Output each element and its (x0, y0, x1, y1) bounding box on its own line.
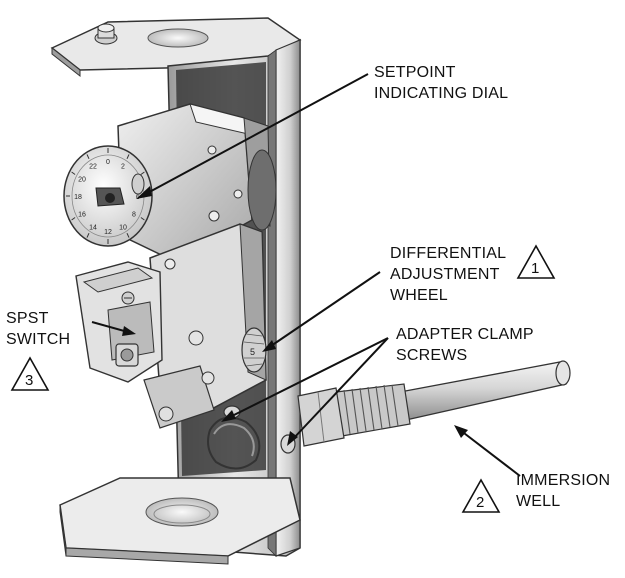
dial-tick-label: 22 (89, 164, 97, 171)
label-immersion-line1: IMMERSION (516, 472, 611, 489)
leader-adapter-1 (227, 337, 389, 419)
dial-tick-mark (126, 232, 130, 238)
dial-tick-label: 14 (89, 224, 97, 231)
svg-text:1: 1 (531, 260, 539, 277)
arrowhead-spst (122, 326, 136, 336)
dial-tick-label: 16 (78, 212, 86, 219)
leader-immersion (459, 429, 521, 477)
differential-adjustment-wheel: 5 (241, 327, 267, 373)
label-spst-line2: SWITCH (6, 331, 71, 348)
arrowhead-adapter-2 (287, 431, 298, 446)
label-setpoint-indicating-dial: SETPOINT INDICATING DIAL (374, 62, 508, 104)
note-triangle-1: 1 (516, 244, 556, 279)
label-adapter-line1: ADAPTER CLAMP (396, 326, 534, 343)
label-setpoint-line2: INDICATING DIAL (374, 85, 509, 102)
dial-tick-label: 18 (74, 194, 82, 201)
dial-tick-label: 20 (78, 177, 86, 184)
leader-adapter-2 (291, 337, 389, 441)
immersion-well (297, 360, 571, 447)
note-triangle-3: 3 (10, 356, 50, 391)
label-spst-switch: SPST SWITCH (6, 308, 70, 350)
leader-arrowheads (122, 186, 468, 446)
wheel-digit: 5 (250, 347, 255, 357)
svg-text:2: 2 (476, 494, 484, 511)
label-differential-adjustment-wheel: DIFFERENTIAL ADJUSTMENT WHEEL (390, 243, 506, 306)
dial-tick-marks: 0246810121416182022 (66, 148, 150, 244)
arrowhead-setpoint (136, 186, 152, 199)
dial-tick-mark (71, 171, 76, 175)
arrowhead-differential (262, 340, 276, 352)
note-triangle-2: 2 (461, 478, 501, 513)
label-differential-line2: ADJUSTMENT (390, 266, 500, 283)
dial-tick-mark (86, 232, 90, 238)
arrowhead-adapter-1 (221, 410, 236, 422)
label-spst-line1: SPST (6, 310, 49, 327)
dial-tick-label: 10 (119, 224, 127, 231)
dial-tick-label: 0 (106, 159, 110, 166)
leader-setpoint (141, 73, 369, 197)
label-adapter-clamp-screws: ADAPTER CLAMP SCREWS (396, 324, 534, 366)
label-immersion-line2: WELL (516, 493, 561, 510)
dial-tick-label: 8 (132, 212, 136, 219)
setpoint-indicating-dial: 0246810121416182022 (63, 145, 153, 247)
dial-tick-label: 12 (104, 229, 112, 236)
dial-tick-mark (86, 154, 90, 160)
label-adapter-line2: SCREWS (396, 347, 468, 364)
label-immersion-well: IMMERSION WELL (516, 470, 610, 512)
thermostat-body (75, 103, 296, 470)
dial-tick-mark (71, 217, 76, 221)
dial-tick-mark (126, 154, 130, 160)
dial-tick-mark (140, 171, 145, 175)
arrowhead-immersion (454, 425, 468, 438)
svg-text:3: 3 (25, 372, 33, 389)
label-setpoint-line1: SETPOINT (374, 64, 456, 81)
label-differential-line3: WHEEL (390, 287, 448, 304)
dial-tick-label: 2 (121, 164, 125, 171)
leader-lines (91, 73, 521, 477)
leader-spst (91, 321, 129, 333)
dial-tick-mark (140, 217, 145, 221)
label-differential-line1: DIFFERENTIAL (390, 245, 507, 262)
leader-differential (267, 271, 381, 349)
